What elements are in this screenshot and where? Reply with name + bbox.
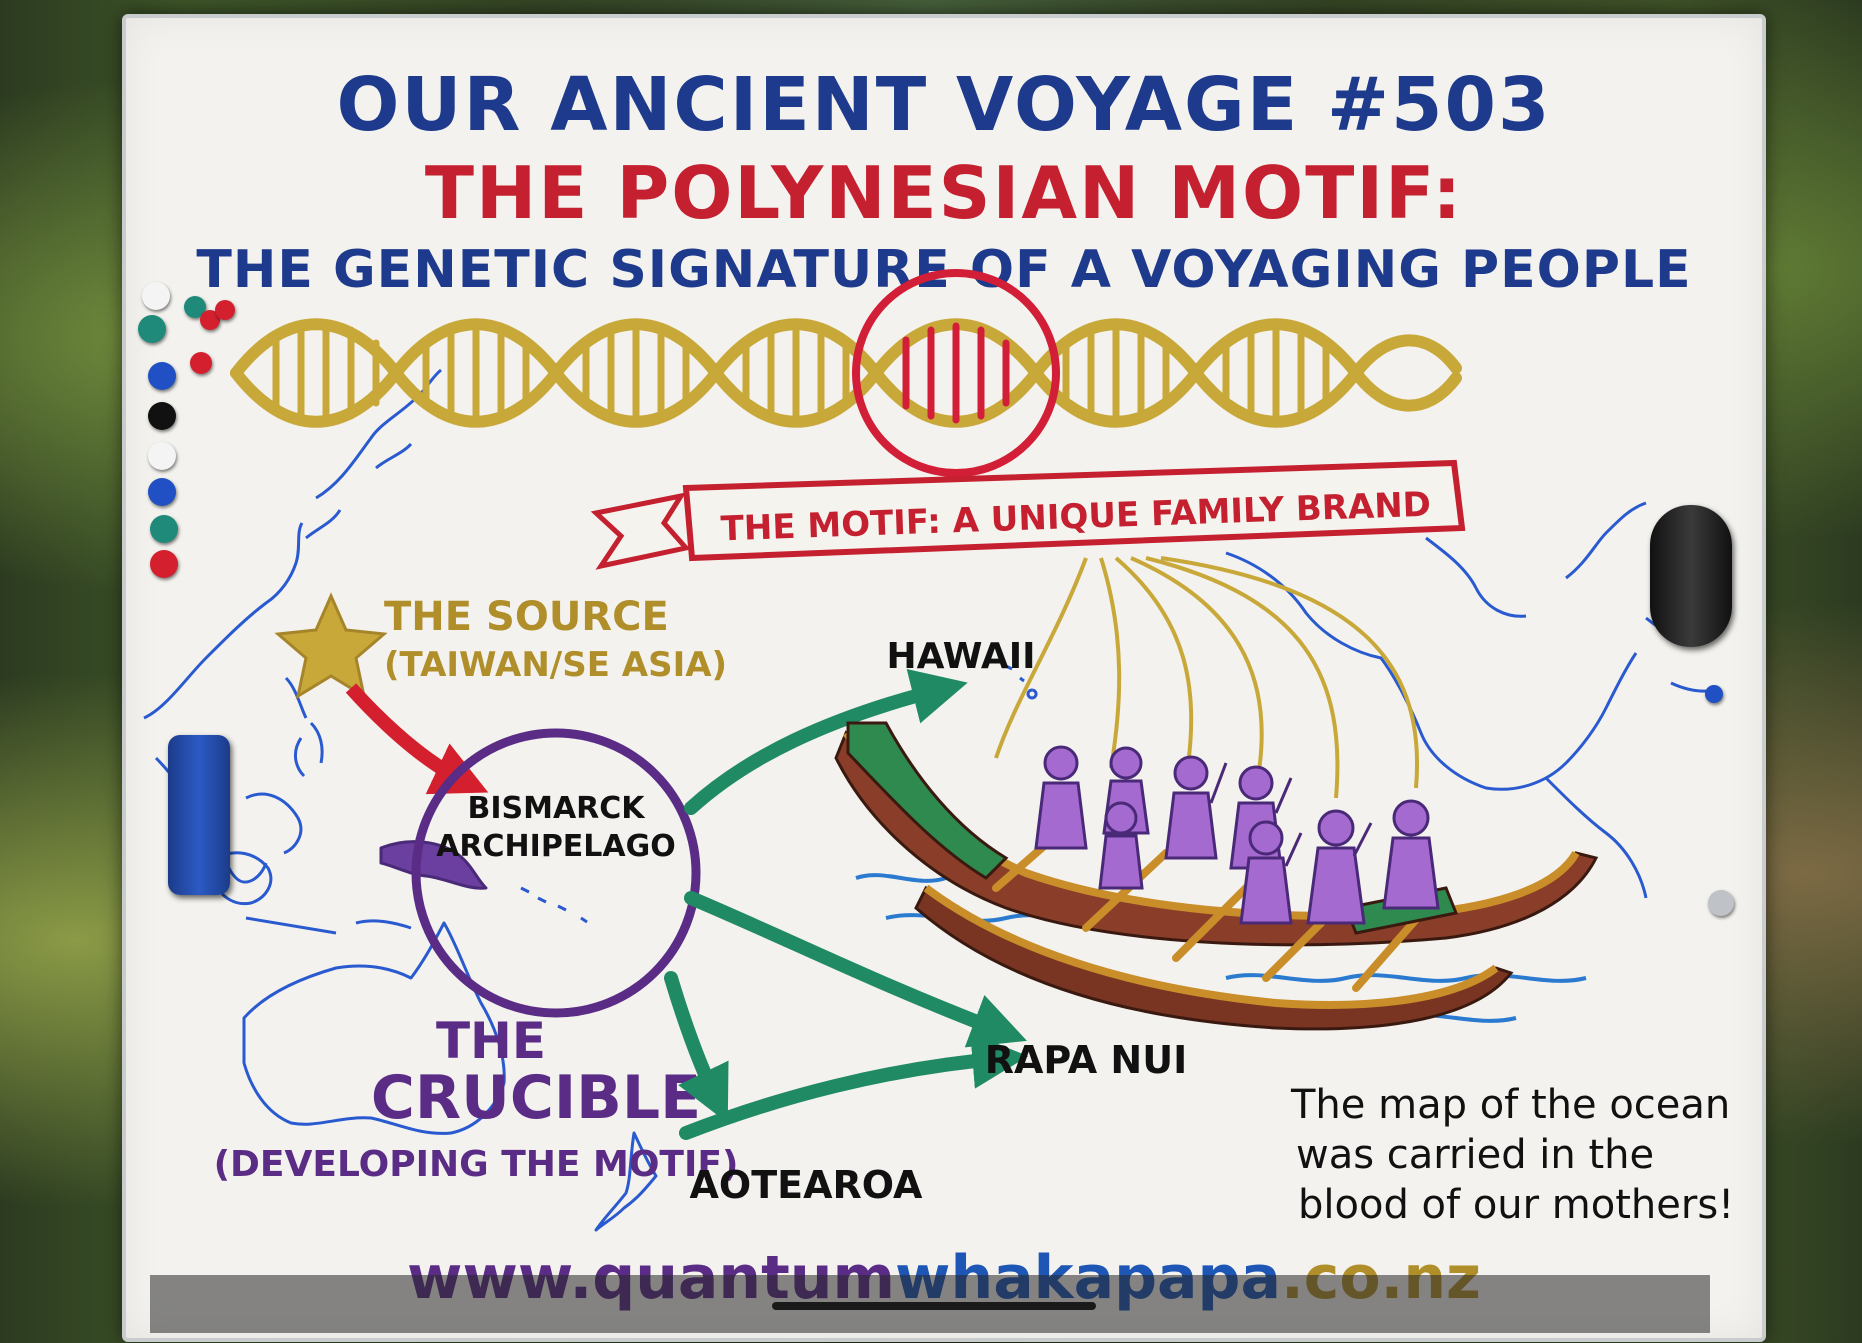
lineage-strands [994,556,1419,799]
motif-banner [590,459,1466,570]
crucible-line2: CRUCIBLE [371,1063,701,1133]
voyager-figure-icon [1164,755,1228,860]
star-icon [274,592,388,700]
magnet-black [148,402,176,430]
dna-rungs [272,322,1330,424]
home-indicator[interactable] [772,1302,1096,1310]
magnet-teal [138,315,166,343]
map-new-zealand [594,1131,658,1232]
crucible-subtitle: (DEVELOPING THE MOTIF) [214,1144,739,1185]
magnet-white [142,282,170,310]
map-new-guinea [379,840,488,890]
canoe-icon [834,721,1599,1031]
map-north-america [1225,551,1638,791]
quote-line3: blood of our mothers! [1298,1182,1734,1228]
magnet-red-tiny [215,300,235,320]
magnet-teal-small [184,296,206,318]
map-australia [242,921,506,1135]
arrow-source-to-hub [345,683,489,795]
world-map [143,368,1717,1232]
crucible-line1: THE [436,1012,546,1070]
map-china-coast [143,522,304,720]
voyager-figure-icon [1098,801,1144,890]
magnet-red-small [200,310,220,330]
computer-mouse [1650,505,1732,647]
magnet-teal-2 [150,515,178,543]
voyager-figures [1034,745,1440,925]
hub-circle [411,728,701,1018]
whiteboard-eraser [168,735,230,895]
voyager-figure-icon [1306,809,1373,925]
arrow-to-rapa-nui [684,891,1027,1048]
arrow-aotearoa-to-rapa-nui [679,1032,1029,1140]
title-voyage: OUR ANCIENT VOYAGE #503 [336,62,1552,148]
voyager-figure-icon [1239,820,1303,925]
label-hawaii: HAWAII [886,636,1035,677]
map-philippines [284,676,324,778]
magnet-red-2 [150,550,178,578]
magnet-silver-right [1708,890,1734,916]
magnet-blue-right [1705,685,1723,703]
label-aotearoa: AOTEAROA [690,1163,924,1207]
title-motif: THE POLYNESIAN MOTIF: [424,151,1464,235]
dna-motif-rungs [902,322,1010,424]
arrow-to-hawaii [684,668,968,815]
magnet-blue [148,362,176,390]
voyager-figure-icon [1382,799,1440,910]
dna-helix-icon [230,318,1462,428]
quote-line1: The map of the ocean [1290,1082,1730,1128]
source-subtitle: (TAIWAN/SE ASIA) [384,645,727,685]
map-hawaii-islands [1005,664,1038,700]
hub-line2: ARCHIPELAGO [436,829,676,864]
source-title: THE SOURCE [384,594,669,640]
arrow-to-aotearoa [664,971,729,1124]
hub-line1: BISMARCK [467,791,646,826]
voyage-diagram: THE MOTIF: A UNIQUE FAMILY BRAND THE SOU… [143,269,1734,1232]
magnet-red [190,352,212,374]
magnet-blue-2 [148,478,176,506]
label-rapa-nui: RAPA NUI [985,1038,1187,1082]
quote-line2: was carried in the [1296,1132,1654,1178]
magnet-white-2 [148,442,176,470]
voyager-figure-icon [1034,745,1088,850]
whiteboard: OUR ANCIENT VOYAGE #503 THE POLYNESIAN M… [122,14,1766,1342]
